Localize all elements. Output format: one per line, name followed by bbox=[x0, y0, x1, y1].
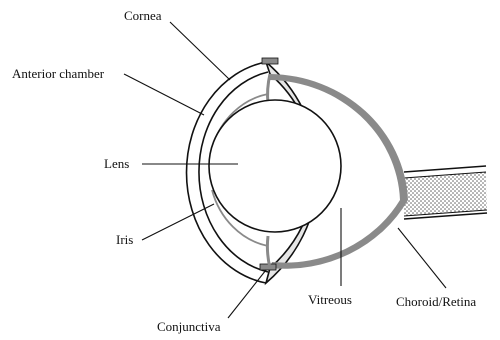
ciliary-arc-bottom bbox=[267, 236, 270, 268]
label-cornea: Cornea bbox=[124, 8, 162, 23]
label-anterior-chamber: Anterior chamber bbox=[12, 66, 105, 81]
optic-nerve bbox=[404, 166, 487, 219]
leader-cornea bbox=[170, 22, 230, 80]
label-conjunctiva: Conjunctiva bbox=[157, 319, 221, 334]
label-iris: Iris bbox=[116, 232, 133, 247]
conjunctiva-marker-top bbox=[262, 58, 278, 64]
lens bbox=[209, 100, 341, 232]
label-choroid-retina: Choroid/Retina bbox=[396, 294, 476, 309]
label-vitreous: Vitreous bbox=[308, 292, 352, 307]
label-lens: Lens bbox=[104, 156, 129, 171]
leader-anterior-chamber bbox=[124, 74, 204, 115]
leader-choroid-retina bbox=[398, 228, 446, 288]
